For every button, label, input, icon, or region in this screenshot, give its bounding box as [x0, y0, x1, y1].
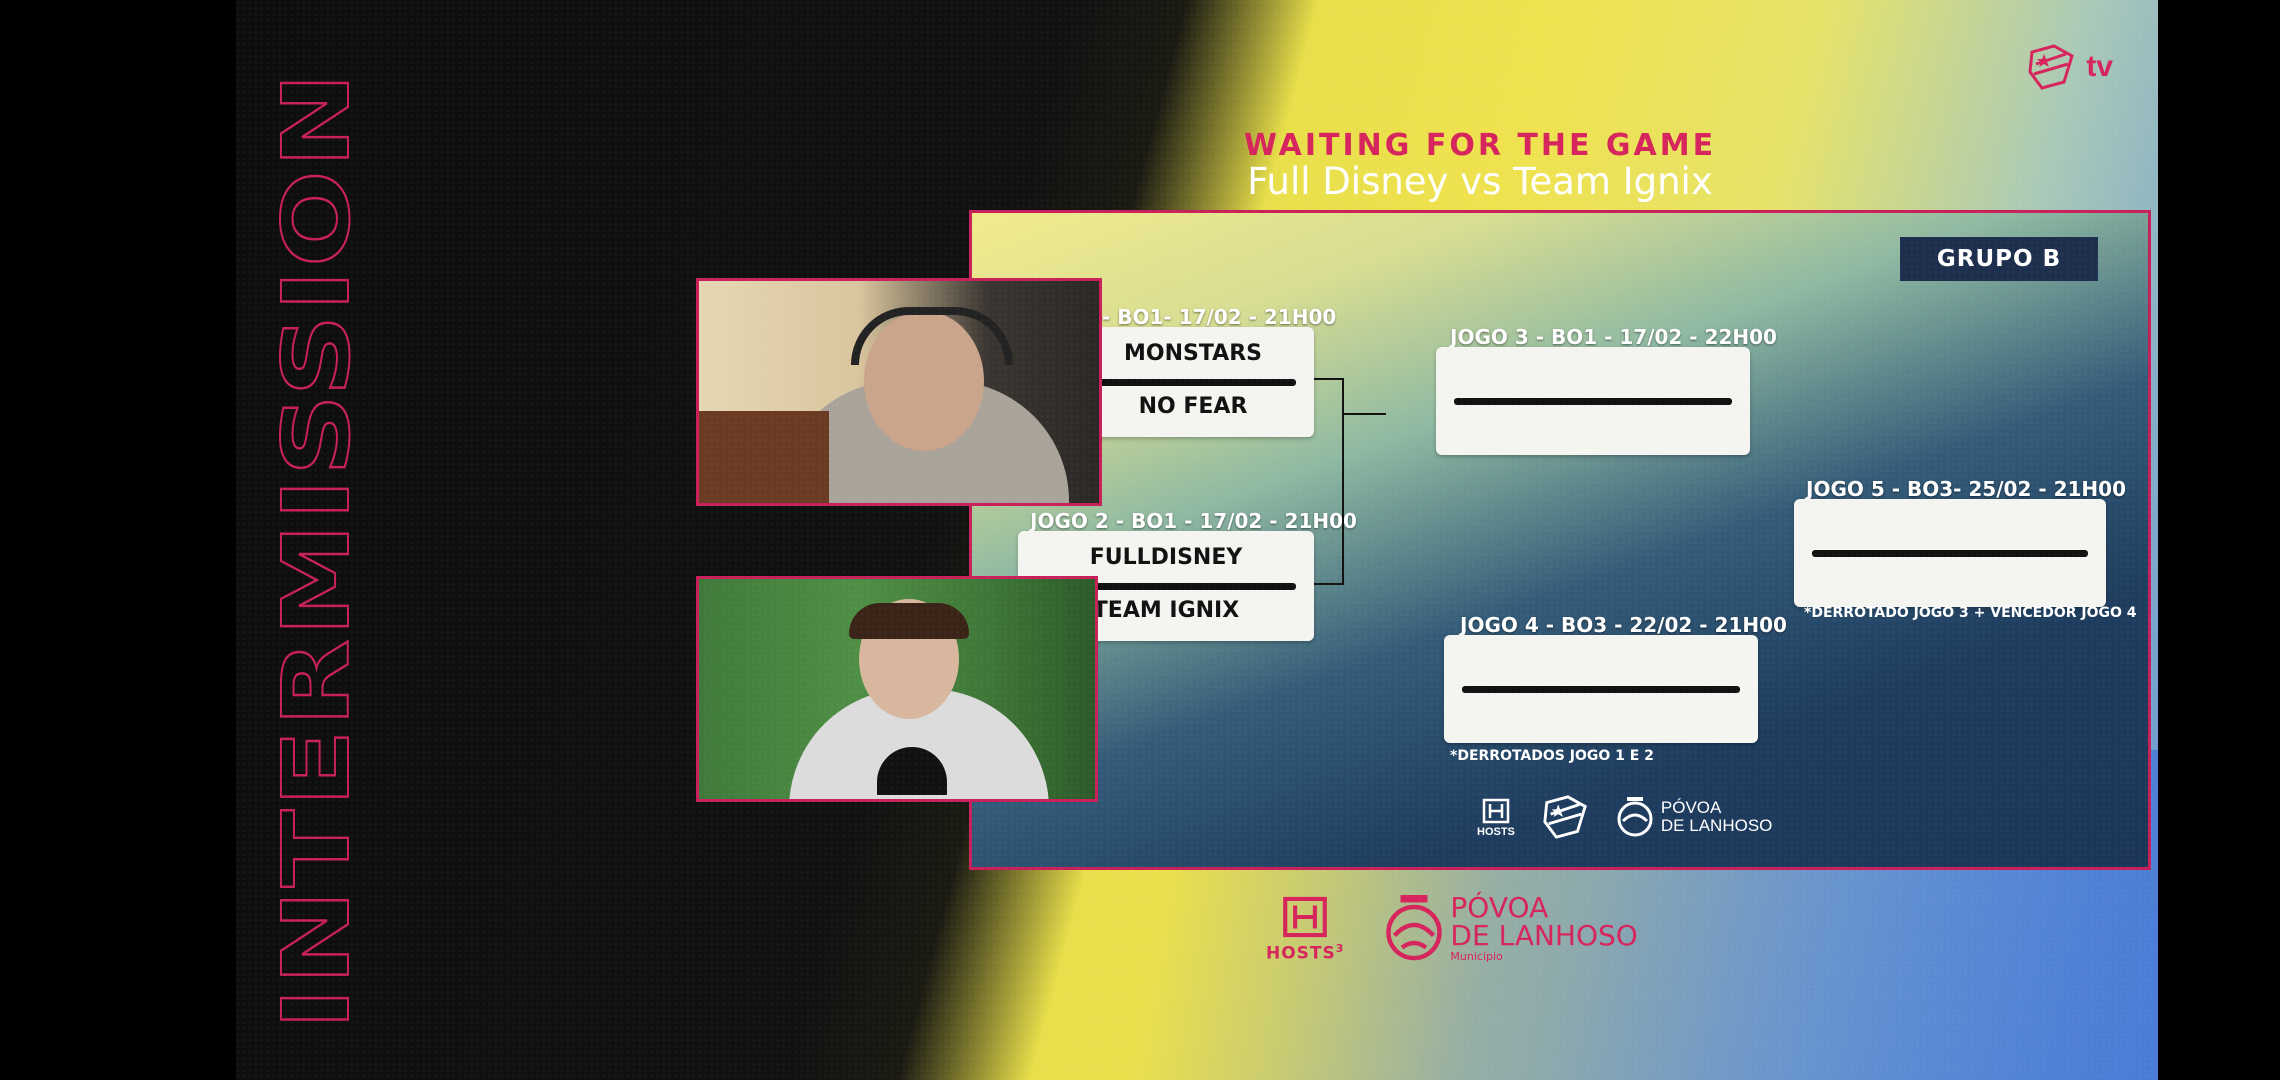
hosts-sponsor: HOSTS3: [1266, 892, 1344, 964]
intermission-side-text: INTERMISSION: [262, 40, 371, 1040]
game-4-label: JOGO 4 - BO3 - 22/02 - 21H00: [1460, 613, 1787, 637]
bracket-connector-left: [1314, 378, 1344, 585]
povoa-sponsor: PÓVOA DE LANHOSO Município: [1384, 890, 1638, 966]
game-3-divider: [1454, 398, 1732, 405]
hosts-logo-icon: [1283, 896, 1328, 938]
intermission-label: INTERMISSION: [276, 70, 366, 1030]
board-povoa-logo: PÓVOA DE LANHOSO: [1615, 795, 1772, 839]
bracket-board: GRUPO B - BO1- 17/02 - 21H00 MONSTARS NO…: [969, 210, 2151, 870]
intermission-svg: INTERMISSION: [262, 69, 371, 1031]
game-5-card: [1794, 499, 2106, 607]
header-title: Full Disney vs Team Ignix: [1247, 160, 1713, 203]
game-4-note: *DERROTADOS JOGO 1 E 2: [1450, 748, 1654, 764]
group-label: GRUPO B: [1900, 237, 2098, 281]
board-sponsor-logos: HOSTS PÓVOA DE LANHOSO: [1477, 793, 1772, 841]
webcam-player-2: [696, 576, 1098, 802]
game-4-card: [1444, 635, 1758, 743]
game-1-divider: [1090, 379, 1296, 386]
povoa-line2: DE LANHOSO: [1450, 918, 1638, 952]
game-5-note: *DERROTADO JOGO 3 + VENCEDOR JOGO 4: [1804, 605, 2137, 621]
person-hair: [849, 603, 969, 639]
povoa-line1: PÓVOA: [1450, 890, 1549, 924]
star-shield-icon: [1543, 795, 1587, 839]
game-3-card: [1436, 347, 1750, 455]
webcam-player-1: [696, 278, 1102, 506]
tv-logo: tv: [2024, 42, 2113, 92]
game-2-team-b: TEAM IGNIX: [1092, 598, 1240, 623]
game-1-label: - BO1- 17/02 - 21H00: [1102, 305, 1337, 329]
game-1-team-b: NO FEAR: [1138, 394, 1248, 419]
board-hosts-logo: HOSTS: [1477, 796, 1515, 838]
header-subtitle: WAITING FOR THE GAME: [1243, 128, 1717, 163]
povoa-crest-icon: [1617, 797, 1653, 837]
background-bed: [699, 411, 829, 503]
board-hosts-text: HOSTS: [1477, 826, 1515, 838]
game-1-card: MONSTARS NO FEAR: [1072, 327, 1314, 437]
game-5-label: JOGO 5 - BO3- 25/02 - 21H00: [1806, 477, 2126, 501]
hosts-word: HOSTS: [1266, 943, 1336, 964]
board-povoa-line1: PÓVOA: [1660, 798, 1722, 817]
hosts-logo-icon: [1482, 798, 1510, 824]
bracket-connector-mid: [1342, 413, 1386, 415]
hosts-sponsor-text: HOSTS3: [1266, 942, 1344, 964]
game-3-label: JOGO 3 - BO1 - 17/02 - 22H00: [1450, 325, 1777, 349]
povoa-sub: Município: [1450, 949, 1503, 963]
povoa-crest-icon: [1386, 895, 1443, 961]
game-2-team-a: FULLDISNEY: [1089, 545, 1243, 570]
headphones-icon: [851, 307, 1013, 365]
bottom-sponsors: HOSTS3 PÓVOA DE LANHOSO Município: [1266, 890, 1638, 966]
tv-brand-text: tv: [2086, 50, 2113, 83]
board-povoa-line2: DE LANHOSO: [1660, 816, 1773, 835]
hosts-sup: 3: [1335, 942, 1345, 956]
game-5-divider: [1812, 550, 2088, 557]
game-2-label: JOGO 2 - BO1 - 17/02 - 21H00: [1030, 509, 1357, 533]
game-2-divider: [1036, 583, 1296, 590]
stream-overlay: INTERMISSION tv WAITING FOR THE GAME Ful…: [236, 0, 2158, 1080]
game-4-divider: [1462, 686, 1740, 693]
tv-logo-icon: [2028, 44, 2075, 90]
microphone-icon: [877, 747, 947, 795]
game-1-team-a: MONSTARS: [1124, 341, 1262, 366]
